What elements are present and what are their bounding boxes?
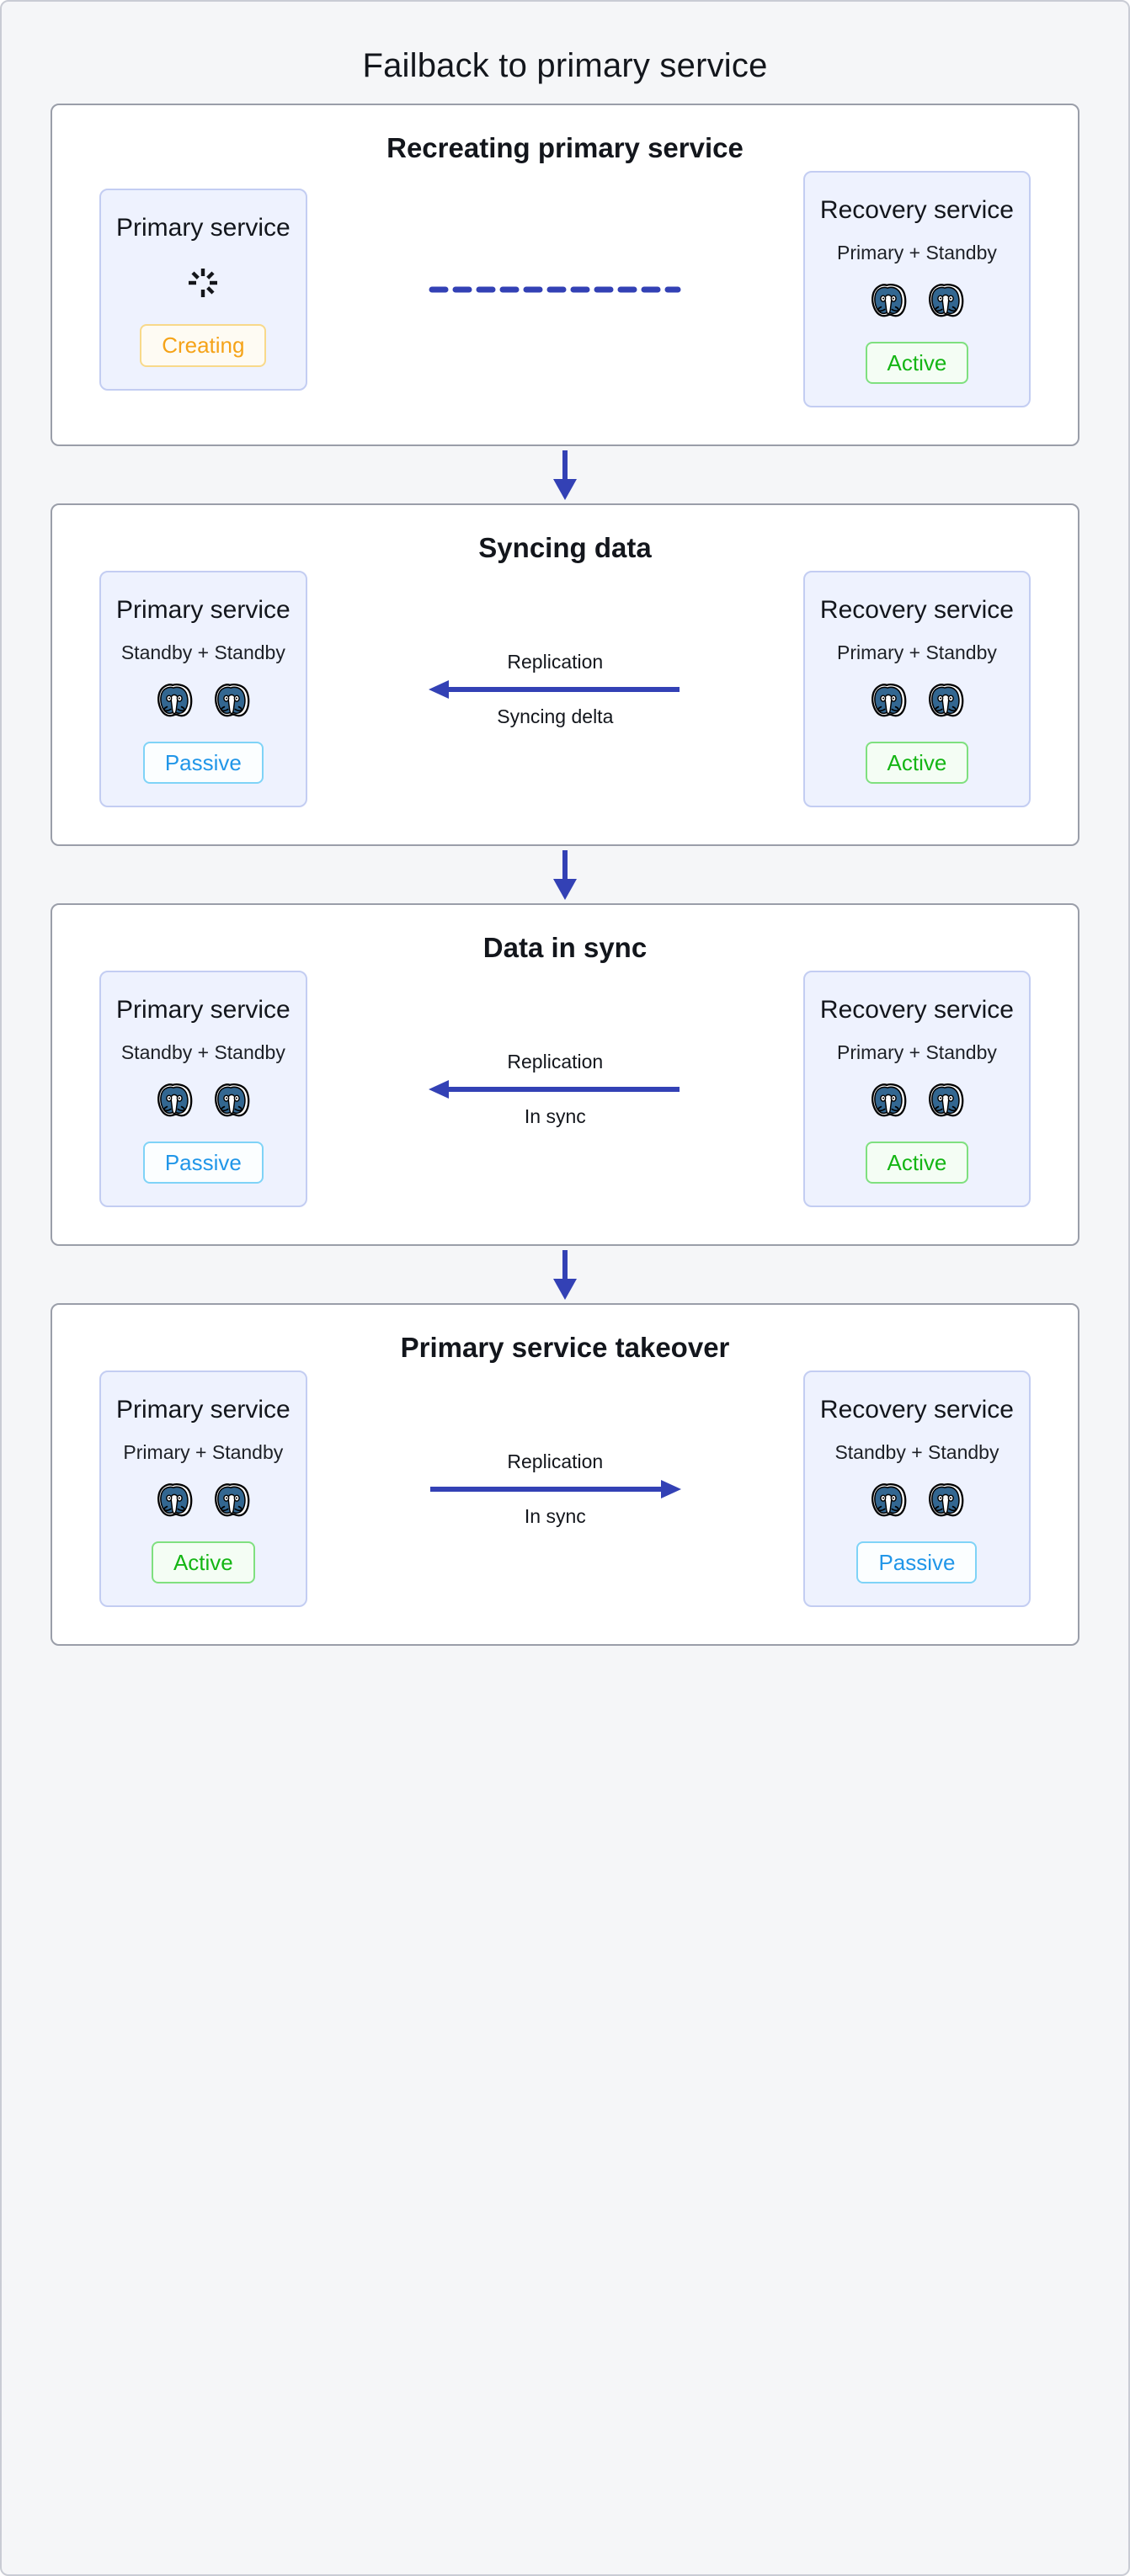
postgres-elephant-icon (929, 1482, 964, 1517)
connector-label-top: Replication (507, 650, 604, 673)
service-node-group (869, 1083, 965, 1120)
loading-spinner-icon (189, 269, 218, 297)
service-card-title: Primary service (116, 996, 290, 1025)
service-card-subtitle: Standby + Standby (834, 1440, 999, 1463)
replication-connector: Replication In sync (307, 1051, 803, 1128)
service-card-subtitle: Primary + Standby (123, 1440, 284, 1463)
status-badge: Creating (140, 324, 267, 367)
stage-title: Data in sync (482, 932, 648, 964)
connector-label-bottom: Syncing delta (497, 705, 614, 727)
postgres-elephant-icon (157, 683, 193, 716)
postgres-elephant-icon (871, 1083, 907, 1117)
page-title: Failback to primary service (362, 47, 768, 84)
service-card-subtitle: Primary + Standby (837, 1041, 997, 1063)
service-node-group (155, 1083, 251, 1120)
postgres-elephant-icon (215, 683, 250, 716)
connector-label-top: Replication (507, 1450, 604, 1472)
arrow-left-icon (429, 679, 680, 699)
service-card-title: Recovery service (819, 1396, 1014, 1424)
arrow-down-icon (553, 1250, 577, 1301)
stage-transition-arrow (2, 446, 1128, 503)
service-node-group (869, 683, 965, 720)
stage-transition-arrow (2, 1246, 1128, 1303)
status-badge: Active (865, 741, 969, 785)
postgres-elephant-icon (871, 1482, 907, 1517)
arrow-down-icon (553, 450, 577, 501)
stage-transition-arrow (2, 846, 1128, 903)
service-card-title: Primary service (116, 213, 290, 242)
stage-title: Primary service takeover (400, 1332, 730, 1364)
stage-title: Syncing data (478, 532, 652, 564)
connector-label-top: Replication (507, 1050, 604, 1072)
status-badge: Active (865, 341, 969, 385)
service-node-group (155, 683, 251, 720)
service-card-title: Recovery service (819, 596, 1014, 625)
service-card-title: Recovery service (819, 196, 1014, 224)
arrow-right-icon (430, 1479, 682, 1498)
arrow-down-icon (553, 850, 577, 901)
postgres-elephant-icon (215, 1482, 250, 1517)
status-badge: Passive (142, 1141, 264, 1184)
connector-label-bottom: In sync (524, 1104, 586, 1127)
replication-connector (307, 279, 803, 301)
status-badge: Passive (856, 1541, 978, 1584)
stage-title: Recreating primary service (386, 132, 744, 163)
postgres-elephant-icon (157, 1482, 193, 1517)
service-card-subtitle: Standby + Standby (120, 641, 285, 663)
postgres-elephant-icon (929, 1083, 964, 1117)
service-card-subtitle: Standby + Standby (120, 1041, 285, 1063)
arrow-left-icon (429, 1079, 680, 1099)
service-card-title: Primary service (116, 1396, 290, 1424)
service-node-group (155, 1482, 251, 1520)
status-badge: Passive (142, 741, 264, 785)
dashed-connector-icon (429, 286, 681, 293)
connector-label-bottom: In sync (524, 1504, 586, 1527)
postgres-elephant-icon (157, 1083, 193, 1117)
replication-connector: Replication In sync (307, 1450, 803, 1528)
postgres-elephant-icon (929, 283, 964, 317)
status-badge: Active (151, 1541, 255, 1584)
postgres-elephant-icon (215, 1083, 250, 1117)
postgres-elephant-icon (871, 683, 907, 716)
service-node-group (869, 1482, 965, 1520)
postgres-elephant-icon (929, 683, 964, 716)
service-card-subtitle: Primary + Standby (837, 641, 997, 663)
service-card-subtitle: Primary + Standby (837, 241, 997, 263)
service-node-group (869, 283, 965, 320)
service-card-title: Primary service (116, 596, 290, 625)
service-card-title: Recovery service (819, 996, 1014, 1025)
postgres-elephant-icon (871, 283, 907, 317)
status-badge: Active (865, 1141, 969, 1184)
